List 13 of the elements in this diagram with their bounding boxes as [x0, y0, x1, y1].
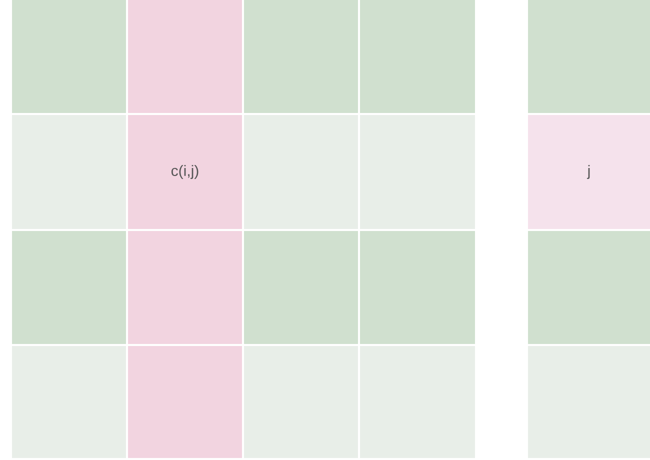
grid-cell [12, 0, 126, 113]
grid-cell [244, 231, 358, 344]
grid-cell: c(i,j) [128, 115, 242, 229]
grid-cell: j [528, 115, 650, 229]
grid-cell [360, 0, 475, 113]
grid-cell [360, 231, 475, 344]
grid-cell [12, 231, 126, 344]
grid-cell [128, 346, 242, 458]
grid-cell [528, 0, 650, 113]
grid-cell [528, 231, 650, 344]
grid-cell [128, 231, 242, 344]
grid-cell [128, 0, 242, 113]
grid-cell [244, 0, 358, 113]
